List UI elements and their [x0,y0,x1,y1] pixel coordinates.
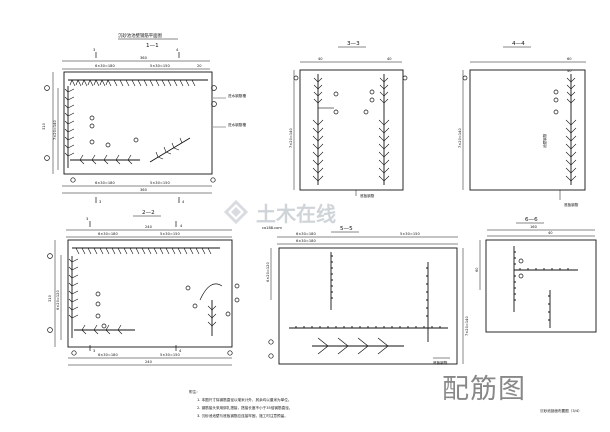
watermark-logo-icon [223,199,249,225]
dim-run1-2a: 6×30=180 [98,232,118,236]
watermark: 土木在线 co188.com [223,199,336,230]
dim-360-bottom: 360 [140,188,148,192]
section-label-2-2: 2—2 [142,210,155,216]
dim-run2-2b: 5×30=150 [160,353,180,357]
dim-vrun-2: 6×20=120 [56,290,60,310]
label-drain-a: 底板钢筋 [360,193,375,198]
dim-240-top: 240 [145,225,153,229]
view-4-4: 4—4 60 40 7×20=140 池壁钢筋 底板钢筋 [458,41,586,207]
dim-310-left: 310 [42,122,46,130]
watermark-brand: 土木在线 [256,202,336,226]
dim-run2-bottom: 5×30=150 [150,181,170,185]
view-2-2: 2—2 3 4 240 6×30=180 5×30=150 310 6×20=1… [47,210,240,366]
dim-run1-5: 6×30=180 [296,232,316,236]
title-block: 配筋图 沉砂池剖面布置图（3/4） [442,374,582,413]
dim-run3-5: 6×30=180 [296,239,316,243]
view-5-5: 5—5 6×30=180 5×30=150 6×30=180 7×20=140 … [266,226,469,365]
rebar-ticks-1-1 [69,79,196,87]
label-col-mark: 池壁钢筋 [542,133,547,148]
note-1: 1. 本图尺寸除钢筋直径以毫米计外，其余均以厘米为单位。 [197,397,291,402]
dim-vrun-left: 7×20=140 [53,120,57,140]
dim-160-6: 160 [530,225,538,229]
dim-240-bottom: 240 [145,360,153,364]
dim-run1-top: 6×30=180 [95,64,115,68]
cut-mark-3a: 3 [93,48,95,52]
view-1-1: 沉砂池池壁钢筋平面图 1—1 3 4 360 6×30=180 5×30=150… [42,32,246,204]
dim-run2-5: 5×30=150 [400,232,420,236]
big-title: 配筋图 [442,374,526,405]
label-water-in: 进水钢筋槽 [228,93,246,98]
dim-run1-bottom: 6×30=180 [95,181,115,185]
cut-mark-4c: 4 [180,224,183,228]
cut-mark-4a: 4 [176,48,179,52]
dim-360-top: 360 [140,56,148,60]
label-drain-c: 底板钢筋 [433,360,448,365]
dim-vrun-3: 7×20=140 [289,128,293,148]
cut-mark-3d: 3 [93,349,95,353]
dim-run2-top: 5×30=150 [150,64,170,68]
section-label-1-1: 1—1 [146,43,159,49]
notes-head: 附注： [189,389,200,394]
note-3: 3. 沉砂池池壁与底板钢筋应连接牢固，施工时注意预留。 [197,413,288,418]
dim-40-3a: 40 [318,57,323,61]
section-label-4-4: 4—4 [512,41,525,47]
drawing-title: 沉砂池池壁钢筋平面图 [118,32,163,39]
dim-vrun2-5: 6×20=120 [266,262,270,282]
view-3-3: 3—3 40 40 7×20=140 底板钢筋 [289,41,408,198]
subtitle: 沉砂池剖面布置图（3/4） [540,408,582,413]
cut-mark-3b: 3 [99,200,101,204]
notes-block: 附注： 1. 本图尺寸除钢筋直径以毫米计外，其余均以厘米为单位。 2. 钢筋接头… [189,389,292,418]
cut-mark-4d: 4 [179,349,182,353]
dim-run2-2a: 5×30=150 [160,232,180,236]
section-label-3-3: 3—3 [347,41,360,47]
dim-vrun-4: 7×20=140 [458,128,462,148]
dim-run1-2b: 6×30=180 [98,353,118,357]
cut-mark-3c: 3 [86,217,88,221]
dim-60-4: 60 [567,57,572,61]
dim-20-top: 20 [197,64,202,68]
dim-40-4: 40 [567,69,572,73]
dim-40-6: 40 [548,231,553,235]
cut-mark-4b: 4 [182,200,185,204]
dim-310-left-2: 310 [48,294,52,302]
watermark-domain: co188.com [262,226,282,230]
view-6-6: 6—6 160 40 60 [475,217,597,333]
section-label-5-5: 5—5 [340,226,353,232]
label-drain-b: 底板钢筋 [564,202,579,207]
section-label-6-6: 6—6 [525,217,538,223]
dim-60-6: 60 [475,267,479,272]
dim-vrun-5: 7×20=140 [465,316,469,336]
note-2: 2. 钢筋接头采用绑扎搭接，搭接长度不小于35倍钢筋直径。 [197,405,292,410]
dim-40-3b: 40 [387,57,392,61]
label-water-out: 进水钢筋槽 [228,122,246,127]
